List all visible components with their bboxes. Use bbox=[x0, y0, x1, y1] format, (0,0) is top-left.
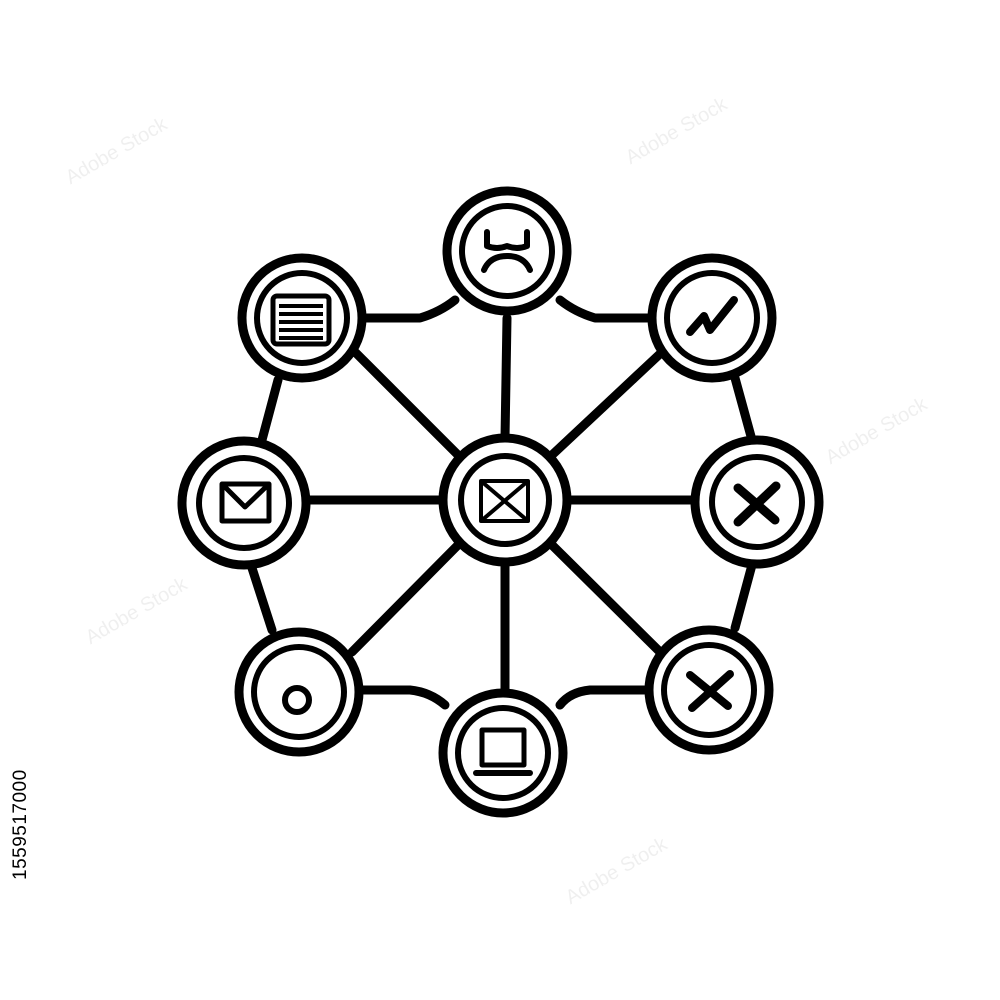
laptop-icon bbox=[473, 727, 533, 776]
sad-face-icon bbox=[481, 229, 533, 273]
node-top-right bbox=[647, 253, 777, 383]
spokes bbox=[305, 313, 700, 695]
connector-bottom-bottomleft bbox=[357, 685, 450, 710]
image-id-text: 1559517000 bbox=[10, 769, 31, 881]
spoke-top-left bbox=[350, 347, 463, 460]
connector-left-topleft bbox=[257, 375, 283, 445]
spoke-bottom-left bbox=[347, 540, 463, 657]
connector-top-topright bbox=[555, 295, 660, 323]
node-top-left bbox=[237, 253, 367, 383]
envelope-icon bbox=[219, 481, 272, 524]
spoke-top-right bbox=[547, 347, 667, 460]
target-ring-icon bbox=[282, 685, 312, 715]
hub-node bbox=[438, 433, 572, 567]
cross-icon bbox=[686, 670, 734, 712]
node-bottom-left bbox=[234, 627, 364, 757]
envelope-cross-icon bbox=[479, 479, 530, 523]
node-bottom-right bbox=[644, 625, 774, 755]
connector-topleft-top bbox=[350, 295, 460, 323]
cross-icon bbox=[733, 481, 781, 527]
spoke-bottom-right bbox=[547, 540, 665, 657]
node-bottom bbox=[438, 688, 568, 818]
connector-topright-right bbox=[730, 373, 757, 445]
connector-bottomright-bottom bbox=[555, 685, 653, 710]
spoke-top bbox=[500, 313, 512, 443]
connector-right-bottomright bbox=[730, 560, 757, 633]
node-right bbox=[690, 435, 824, 569]
document-lines-icon bbox=[270, 293, 332, 347]
zigzag-check-icon bbox=[686, 296, 738, 336]
node-top bbox=[442, 186, 572, 316]
ring-connectors bbox=[247, 295, 757, 710]
node-left bbox=[177, 436, 311, 570]
connector-bottomleft-left bbox=[247, 563, 277, 635]
